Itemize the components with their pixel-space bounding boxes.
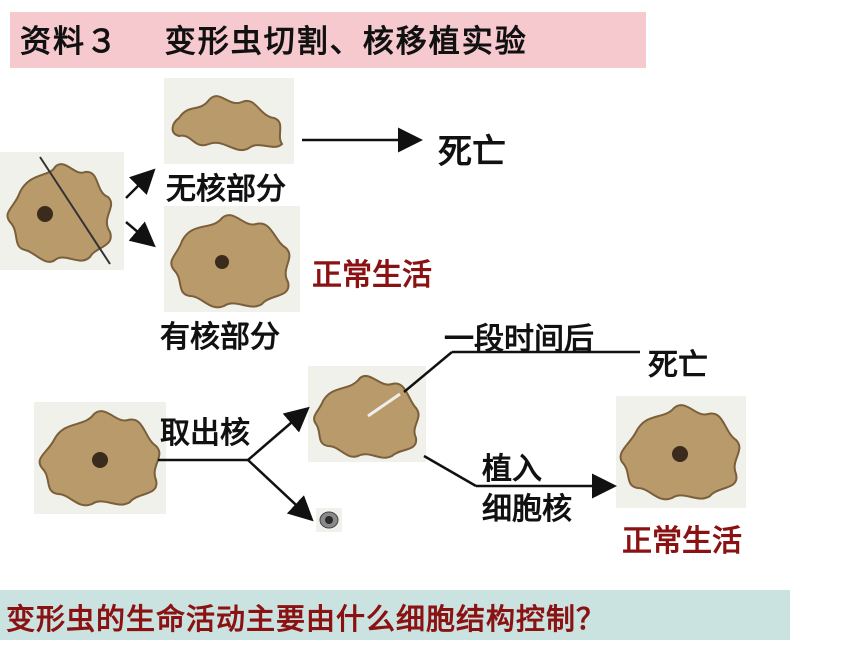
line-down-to-implant bbox=[423, 454, 477, 488]
line-up-to-death-2 bbox=[403, 351, 453, 393]
label-no-nucleus-part: 无核部分 bbox=[166, 172, 286, 207]
amoeba-image-renucleated bbox=[616, 396, 746, 508]
label-with-nucleus-part: 有核部分 bbox=[160, 320, 280, 355]
title-banner bbox=[10, 12, 646, 68]
label-death-1: 死亡 bbox=[438, 132, 506, 172]
label-normal-life-1: 正常生活 bbox=[312, 258, 432, 293]
amoeba-image-enucleated bbox=[308, 366, 426, 462]
page-title: 资料３ 变形虫切割、核移植实验 bbox=[20, 24, 528, 60]
amoeba-image-being-cut bbox=[0, 152, 124, 270]
question-banner bbox=[0, 590, 790, 640]
arrow-to-nucleus bbox=[247, 459, 314, 522]
amoeba-image-with-nucleus bbox=[164, 206, 300, 312]
isolated-nucleus-image bbox=[316, 508, 342, 532]
arrow-to-no-nucleus bbox=[125, 168, 156, 199]
label-after-time: 一段时间后 bbox=[444, 322, 594, 357]
arrow-to-with-nucleus bbox=[125, 221, 156, 248]
arrow-to-enucleated bbox=[247, 406, 310, 461]
label-implant-line1: 植入 bbox=[482, 452, 542, 487]
label-remove-nucleus: 取出核 bbox=[160, 416, 250, 451]
label-normal-life-2: 正常生活 bbox=[622, 524, 742, 559]
amoeba-image-original bbox=[34, 402, 166, 514]
amoeba-image-no-nucleus bbox=[164, 78, 294, 164]
label-implant-line2: 细胞核 bbox=[482, 492, 572, 527]
label-death-2: 死亡 bbox=[648, 348, 708, 383]
question-text: 变形虫的生命活动主要由什么细胞结构控制？ bbox=[6, 602, 607, 636]
